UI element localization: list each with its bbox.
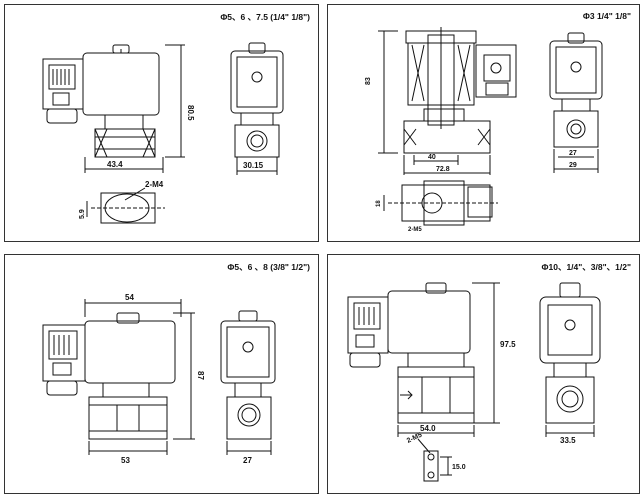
panel-4: Φ10、1/4"、3/8"、1/2" (327, 254, 640, 494)
dim-height: 87 (196, 371, 205, 380)
dim-bottom-width: 53 (121, 456, 130, 465)
dim-offset: 5.9 (79, 209, 86, 219)
dim-offset: 15.0 (452, 464, 466, 471)
dim-height: 83 (365, 77, 372, 85)
dim-side-width: 27 (243, 456, 252, 465)
panel-title: Φ10、1/4"、3/8"、1/2" (541, 262, 631, 272)
valve-drawing-1: 43.4 80.5 30.15 2-M4 5.9 (42, 42, 284, 224)
dim-side-width: 33.5 (560, 436, 576, 445)
dim-side-width: 30.15 (243, 161, 264, 170)
valve-drawing-4: 97.5 54.0 33.5 2-M5 15.0 (347, 282, 601, 482)
dim-offset: 18 (376, 200, 382, 207)
panel-3: Φ5、6 、8 (3/8" 1/2") (4, 254, 319, 494)
dim-length: 72.8 (436, 166, 450, 173)
panel-1: Φ5、6 、7.5 (1/4" 1/8") (4, 4, 319, 242)
dim-height: 80.5 (186, 105, 195, 121)
dim-width: 43.4 (107, 160, 123, 169)
valve-drawing-2: 83 40 72.8 27 29 18 2-M5 (365, 27, 603, 233)
panel-title: Φ5、6 、8 (3/8" 1/2") (227, 262, 310, 272)
dim-width: 54.0 (420, 424, 436, 433)
valve-drawing-3: 54 87 53 27 (42, 293, 276, 465)
dim-thread: 2-M5 (408, 227, 422, 233)
panel-2: Φ3 1/4" 1/8" (327, 4, 640, 242)
dim-port: 40 (428, 154, 436, 161)
panel-title: Φ5、6 、7.5 (1/4" 1/8") (220, 12, 310, 22)
dim-thread: 2-M4 (145, 180, 164, 189)
dim-side-outer: 29 (569, 162, 577, 169)
dim-top-width: 54 (125, 293, 134, 302)
dim-height: 97.5 (500, 340, 516, 349)
dim-side-inner: 27 (569, 150, 577, 157)
panel-title: Φ3 1/4" 1/8" (582, 11, 631, 21)
